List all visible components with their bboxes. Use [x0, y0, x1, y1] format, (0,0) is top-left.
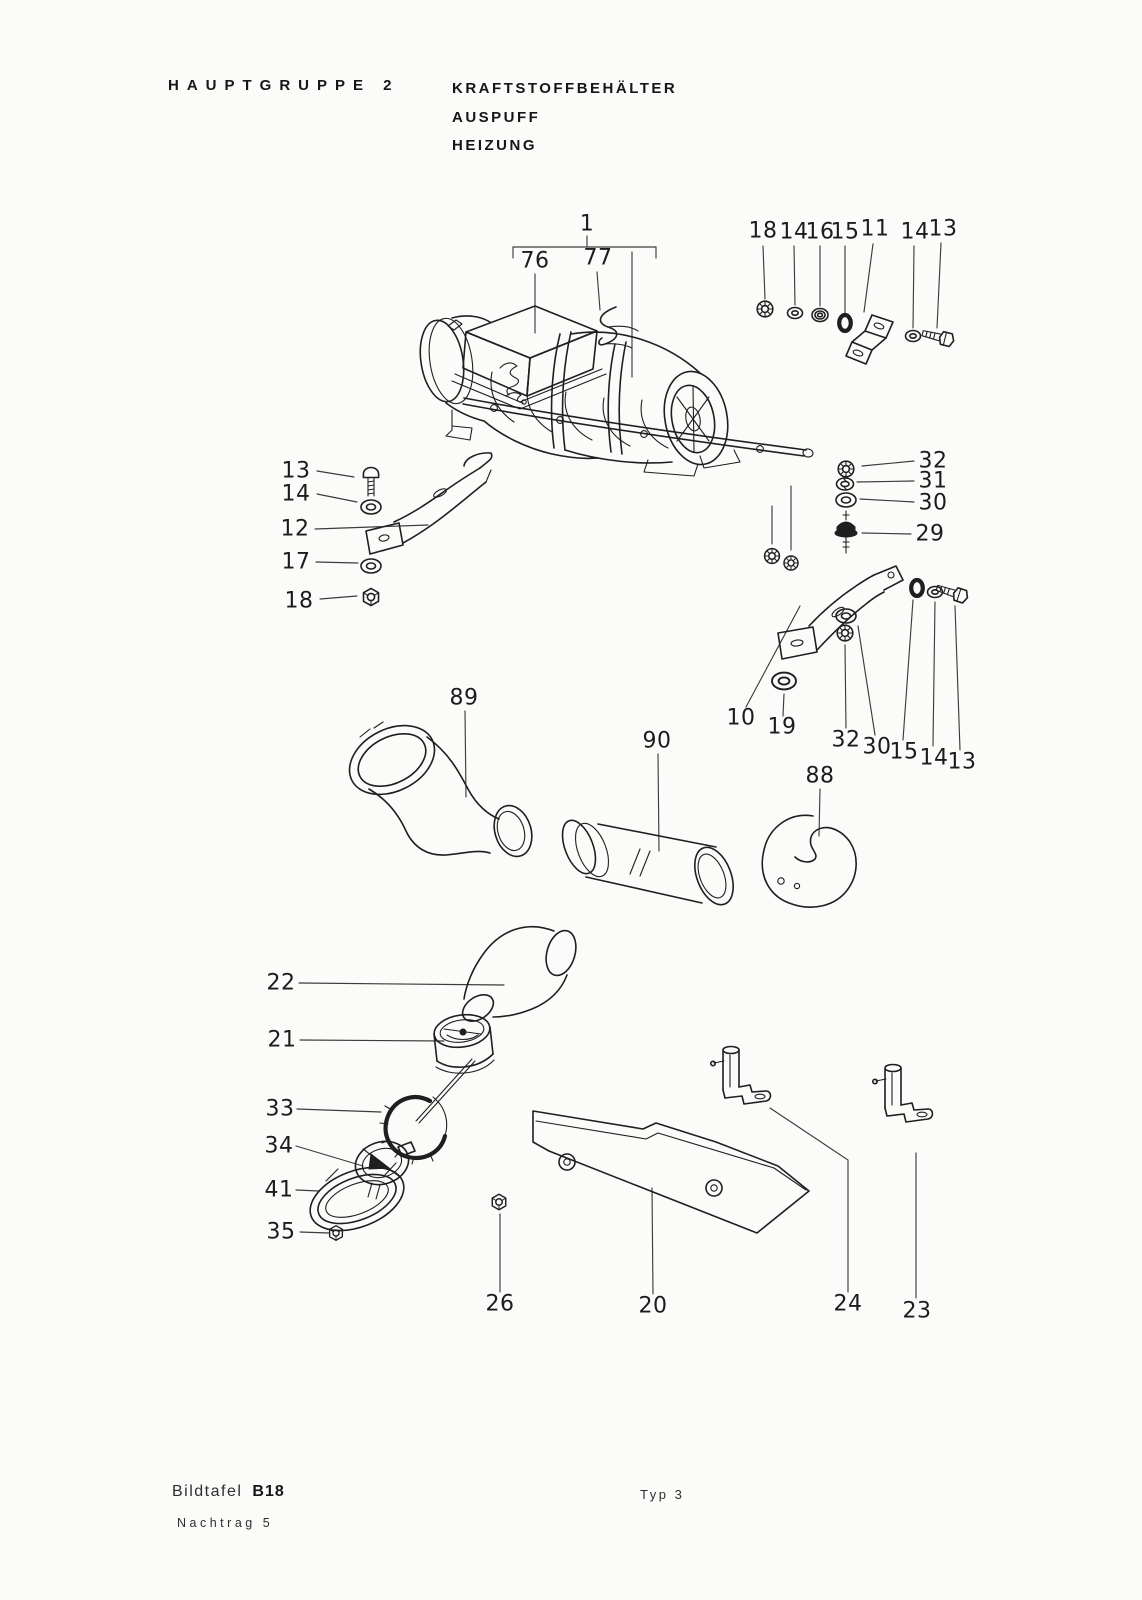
elbow-88-drawing — [761, 814, 857, 908]
main-group-label: HAUPTGRUPPE 2 — [168, 77, 400, 94]
bracket-11-drawing — [845, 314, 894, 365]
leader-lines — [295, 235, 961, 1299]
part-callout-15: 15 — [889, 739, 919, 765]
chapter-title-line: HEIZUNG — [452, 137, 537, 154]
part-callout-88: 88 — [805, 763, 835, 789]
part-callout-16: 16 — [805, 219, 835, 245]
part-callout-1: 1 — [579, 211, 595, 237]
part-callout-14: 14 — [779, 219, 809, 245]
part-callout-31: 31 — [918, 468, 948, 494]
part-callout-20: 20 — [638, 1293, 668, 1319]
part-callout-19: 19 — [767, 714, 797, 740]
part-callout-30: 30 — [918, 490, 948, 516]
type-label: Typ 3 — [640, 1487, 685, 1502]
duct-89-drawing — [348, 721, 533, 858]
duct-41-drawing — [309, 1162, 405, 1232]
part-callout-24: 24 — [833, 1291, 863, 1317]
part-callout-41: 41 — [264, 1177, 294, 1203]
part-callout-13: 13 — [947, 749, 977, 775]
clamp-77-drawing — [598, 306, 639, 349]
part-callout-23: 23 — [902, 1298, 932, 1324]
fastener-row-top — [756, 300, 957, 365]
part-callout-18: 18 — [284, 588, 314, 614]
part-callout-14: 14 — [919, 745, 949, 771]
part-callout-34: 34 — [264, 1133, 294, 1159]
bracket-23-drawing — [871, 1063, 934, 1123]
plate-label: Bildtafel B18 — [172, 1483, 285, 1501]
fastener-stack-right — [763, 460, 858, 571]
plate-code: B18 — [252, 1483, 285, 1500]
chapter-title-line: AUSPUFF — [452, 108, 541, 126]
revision-label: Nachtrag 5 — [177, 1516, 274, 1530]
part-callout-12: 12 — [280, 516, 310, 542]
bracket-10-drawing — [777, 565, 904, 660]
bracket-24-drawing — [709, 1045, 772, 1105]
bracket-12-drawing — [365, 452, 493, 555]
part-callout-35: 35 — [266, 1219, 296, 1245]
valve-21-drawing — [415, 1013, 495, 1124]
part-callout-26: 26 — [485, 1291, 515, 1317]
part-callout-10: 10 — [726, 705, 756, 731]
flap-housing-34-drawing — [354, 1140, 416, 1200]
tube-90-drawing — [561, 819, 734, 906]
part-callout-21: 21 — [267, 1027, 297, 1053]
heat-shield-20-drawing — [532, 1110, 810, 1234]
part-callout-18: 18 — [748, 218, 778, 244]
plate-label-text: Bildtafel — [172, 1483, 243, 1500]
part-callout-30: 30 — [862, 734, 892, 760]
part-callout-76: 76 — [520, 248, 550, 274]
elbow-22-drawing — [461, 925, 577, 1022]
part-callout-32: 32 — [918, 448, 948, 474]
part-callout-90: 90 — [642, 728, 672, 754]
chapter-titles: KRAFTSTOFFBEHÄLTER AUSPUFF HEIZUNG — [452, 75, 677, 161]
part-callout-77: 77 — [583, 245, 613, 271]
heater-assembly-drawing — [419, 305, 814, 477]
part-callout-13: 13 — [281, 458, 311, 484]
part-callout-33: 33 — [265, 1096, 295, 1122]
part-callout-17: 17 — [281, 549, 311, 575]
part-callout-13: 13 — [928, 216, 958, 242]
gasket-33-drawing — [379, 1095, 448, 1165]
part-callout-89: 89 — [449, 685, 479, 711]
part-callout-15: 15 — [830, 219, 860, 245]
chapter-title-line: KRAFTSTOFFBEHÄLTER — [452, 80, 678, 97]
part-callout-29: 29 — [915, 521, 945, 547]
part-callout-11: 11 — [860, 216, 890, 242]
part-callout-22: 22 — [266, 970, 296, 996]
control-box-76-drawing — [451, 305, 607, 410]
part-callout-14: 14 — [900, 219, 930, 245]
part-callout-32: 32 — [831, 727, 861, 753]
part-callout-14: 14 — [281, 481, 311, 507]
